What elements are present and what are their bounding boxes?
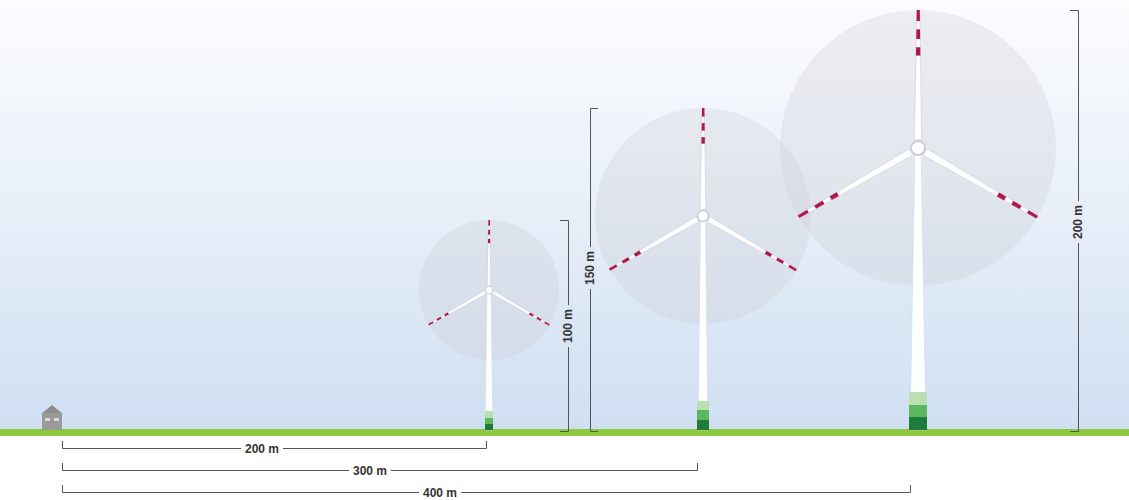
wind-turbine-large — [780, 10, 1056, 430]
height-dimension-label: 150 m — [584, 247, 598, 289]
wind-turbine-medium — [595, 108, 811, 430]
height-dimension-label: 200 m — [1072, 201, 1086, 243]
distance-dimension-label: 200 m — [241, 442, 283, 456]
distance-dimensions — [63, 441, 911, 493]
height-dimension-label: 100 m — [562, 305, 576, 347]
distance-dimension-label: 400 m — [419, 486, 461, 500]
height-dimensions — [560, 11, 1079, 432]
wind-turbine-small — [419, 220, 559, 430]
sky — [0, 0, 1129, 432]
distance-dimension-label: 300 m — [349, 464, 391, 478]
ground — [0, 429, 1129, 436]
house — [41, 405, 63, 430]
